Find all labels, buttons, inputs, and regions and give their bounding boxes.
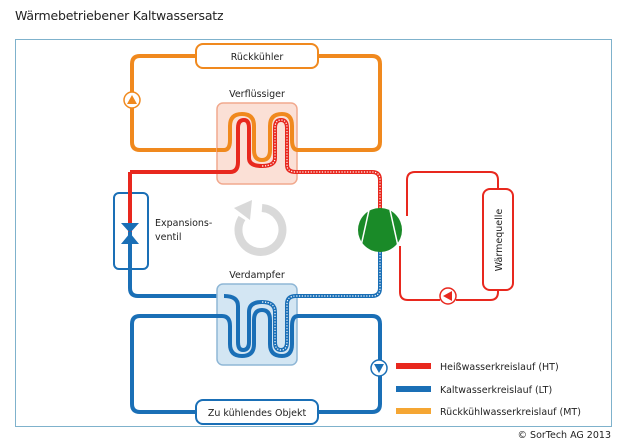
counterclockwise-arrow-icon [234, 200, 287, 256]
legend: Heißwasserkreislauf (HT) Kaltwasserkreis… [396, 362, 581, 418]
heat-source-box[interactable] [482, 188, 514, 291]
pump-cold[interactable] [370, 359, 388, 377]
expansion-valve-label-1: Expansions- [155, 218, 212, 229]
cold-line-from-valve [128, 232, 224, 298]
copyright-notice: © SorTech AG 2013 [517, 430, 611, 441]
condenser-hot-coil [130, 117, 263, 174]
pump-up-icon [127, 95, 137, 104]
evaporator-label: Verdampfer [229, 270, 285, 281]
hot-water-loop [399, 171, 499, 301]
cooled-object-box[interactable] [195, 399, 319, 425]
cooled-object-label: Zu kühlendes Objekt [208, 408, 307, 419]
recooler-label: Rückkühler [231, 52, 284, 63]
expansion-valve-label-2: ventil [155, 232, 182, 243]
diagram-title: Wärmebetriebener Kaltwassersatz [15, 8, 224, 23]
pump-hot[interactable] [439, 287, 457, 305]
heat-source-label: Wärmequelle [494, 209, 505, 272]
diagram-frame [15, 39, 612, 427]
legend-swatch-recool [396, 408, 431, 414]
condenser-label: Verflüssiger [229, 89, 285, 100]
legend-label-recool: Rückkühlwasserkreislauf (MT) [440, 407, 581, 418]
recool-pipe-left [130, 54, 224, 152]
pump-left-icon [443, 291, 452, 301]
pump-down-icon [374, 364, 384, 373]
evaporator-refrigerant-coil [223, 294, 263, 353]
valve-icon [121, 223, 139, 244]
condenser-vapor-dots [261, 119, 381, 210]
compressor-icon [358, 208, 402, 252]
legend-label-hot: Heißwasserkreislauf (HT) [440, 362, 559, 373]
recooler-box[interactable] [195, 43, 319, 69]
evaporator-water-coil [217, 307, 299, 359]
suction-line [261, 250, 382, 353]
legend-label-cold: Kaltwasserkreislauf (LT) [440, 385, 552, 396]
compressor[interactable] [358, 208, 402, 252]
legend-swatch-cold [396, 386, 431, 392]
recool-pipe-right [292, 54, 382, 152]
legend-swatch-hot [396, 363, 431, 369]
pump-recool[interactable] [123, 91, 141, 109]
condenser-recool-coil [217, 111, 299, 163]
